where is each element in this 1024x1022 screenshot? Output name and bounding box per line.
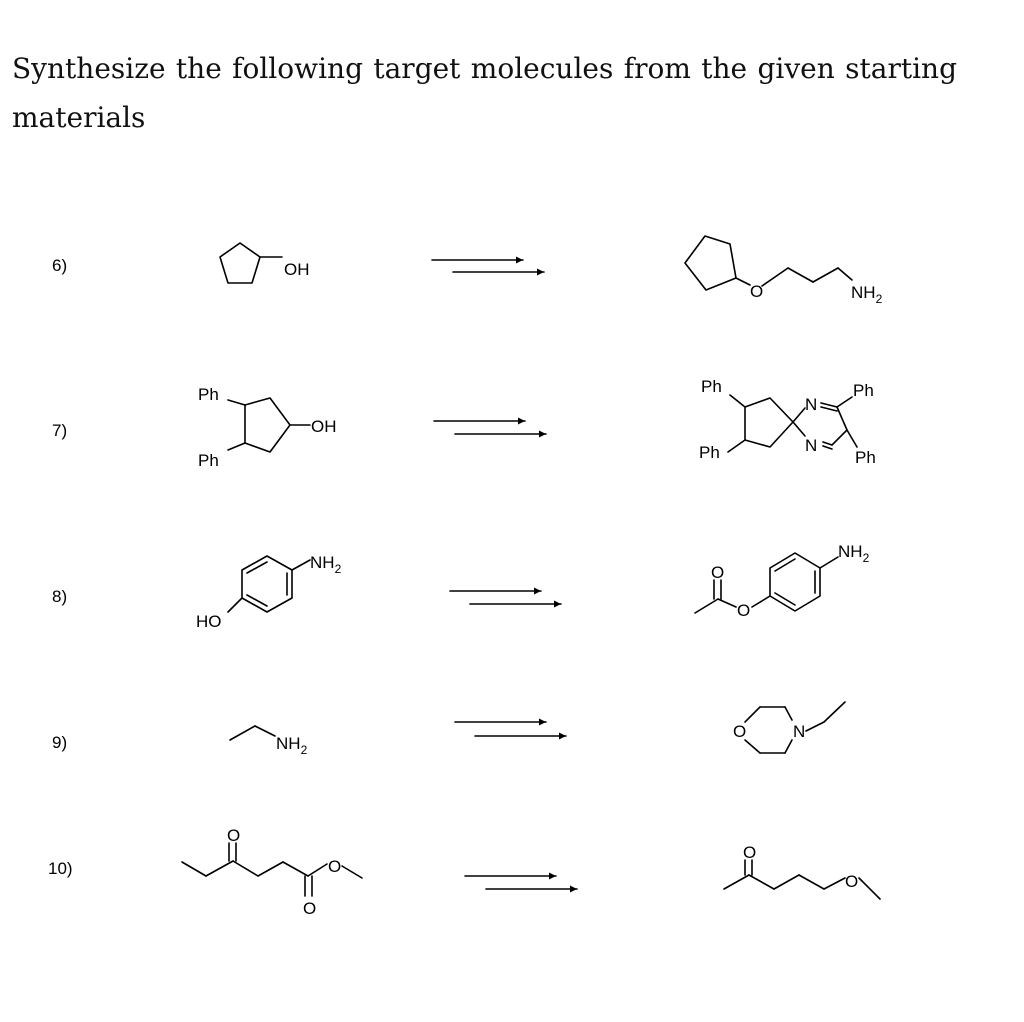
start-methyl-4-oxohexanoate <box>181 842 363 897</box>
problem-number: 9) <box>52 733 67 752</box>
target-spiro-diazaspiro <box>727 394 858 453</box>
atom-label: OH <box>311 417 337 436</box>
target-4-ethylmorpholine <box>744 701 846 754</box>
problem-6 <box>219 235 853 291</box>
start-4-aminophenol <box>227 555 311 613</box>
atom-label: Ph <box>198 385 219 404</box>
start-ethylamine <box>229 725 276 741</box>
atom-label: N <box>805 395 817 414</box>
atom-label: NH2 <box>276 734 308 757</box>
atom-label: Ph <box>853 381 874 400</box>
atom-label: O <box>737 601 750 620</box>
reaction-arrow <box>449 587 562 608</box>
atom-label: NH2 <box>851 283 883 306</box>
reaction-arrow <box>454 718 567 740</box>
atom-label: O <box>328 857 341 876</box>
atom-label: NH2 <box>838 542 870 565</box>
problem-8 <box>227 552 839 614</box>
atom-label: O <box>711 563 724 582</box>
reaction-arrow <box>433 417 547 438</box>
target-cyclopentyl-aminopropyl-ether <box>684 235 853 291</box>
atom-label: Ph <box>855 448 876 467</box>
problem-number: 10) <box>48 859 73 878</box>
atom-label: O <box>750 282 763 301</box>
atom-label: O <box>743 843 756 862</box>
instruction-text: Synthesize the following target molecule… <box>12 52 957 134</box>
atom-label: NH2 <box>310 553 342 576</box>
target-6-methoxyhexan-3-one <box>723 859 881 900</box>
atom-label: Ph <box>699 443 720 462</box>
problem-9 <box>229 701 846 754</box>
atom-label: N <box>805 436 817 455</box>
problem-number: 8) <box>52 587 67 606</box>
target-4-aminophenyl-acetate <box>694 552 839 614</box>
reaction-arrow <box>431 256 545 276</box>
problem-number: 7) <box>52 421 67 440</box>
atom-label: O <box>845 872 858 891</box>
reaction-arrow <box>464 872 578 893</box>
start-cyclopentanol <box>219 242 283 284</box>
atom-label: O <box>303 899 316 918</box>
start-diphenylcyclopentanol <box>227 397 311 453</box>
atom-label: OH <box>284 260 310 279</box>
atom-label: N <box>793 722 805 741</box>
problem-7 <box>227 394 858 453</box>
problem-number: 6) <box>52 256 67 275</box>
atom-label: Ph <box>701 377 722 396</box>
problem-10 <box>181 842 881 900</box>
atom-label: Ph <box>198 451 219 470</box>
atom-label: O <box>227 826 240 845</box>
atom-label: O <box>733 722 746 741</box>
atom-label: HO <box>196 612 222 631</box>
